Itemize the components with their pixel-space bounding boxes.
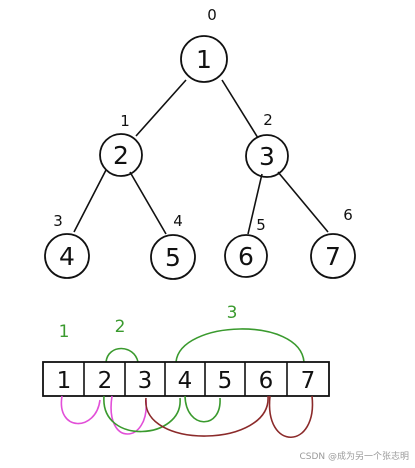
edge-1-3 [221,79,259,139]
arc-magenta-1 [60,395,101,425]
tree-node-3: 3 2 [245,111,289,178]
node-index: 2 [263,111,273,129]
node-value: 6 [238,242,254,271]
array-cell: 7 [301,368,316,394]
node-index: 1 [120,112,130,130]
arc-magenta-2 [110,395,147,435]
level-label-2: 2 [115,317,126,337]
node-value: 1 [196,45,212,74]
array-outline [42,361,330,397]
edge-2-5 [129,171,167,235]
tree-node-5: 5 4 [150,212,196,280]
edge-1-2 [135,79,187,137]
edge-2-4 [73,169,107,233]
tree-node-2: 2 1 [99,112,143,177]
arc-brown-2 [268,395,314,438]
magenta-arcs [60,395,147,435]
green-arcs-bottom [103,395,221,433]
edge-3-7 [277,171,329,233]
node-value: 7 [325,242,341,271]
node-value: 5 [165,243,181,272]
array-row: 1 2 3 4 5 6 7 [42,361,330,397]
arc-green-b2 [184,395,221,423]
tree-node-1: 1 0 [180,6,228,83]
array-cell: 4 [178,368,193,394]
arc-top-large [175,328,305,363]
node-index: 6 [343,206,353,224]
array-cell: 2 [98,368,113,394]
arc-brown-1 [145,395,269,437]
level-label-1: 1 [59,322,70,342]
array-cell: 6 [259,368,274,394]
node-value: 3 [259,142,275,171]
brown-arcs [145,395,314,438]
tree-node-6: 6 5 [224,216,268,278]
watermark: CSDN @成为另一个张志明 [299,452,409,462]
array-cell: 1 [57,368,72,394]
green-arcs-top [105,328,305,363]
arc-top-small [105,347,139,363]
node-value: 4 [59,242,75,271]
array-cell: 5 [218,368,233,394]
node-index: 4 [173,212,183,230]
level-label-3: 3 [227,303,238,323]
node-index: 0 [207,6,217,24]
node-index: 3 [53,212,63,230]
tree-node-4: 4 3 [44,212,90,279]
tree-edges [73,79,329,235]
node-index: 5 [256,216,266,234]
arc-green-b1 [103,395,181,433]
tree-node-7: 7 6 [310,206,356,279]
array-cell: 3 [138,368,153,394]
edge-3-6 [247,173,263,235]
node-value: 2 [113,141,129,170]
